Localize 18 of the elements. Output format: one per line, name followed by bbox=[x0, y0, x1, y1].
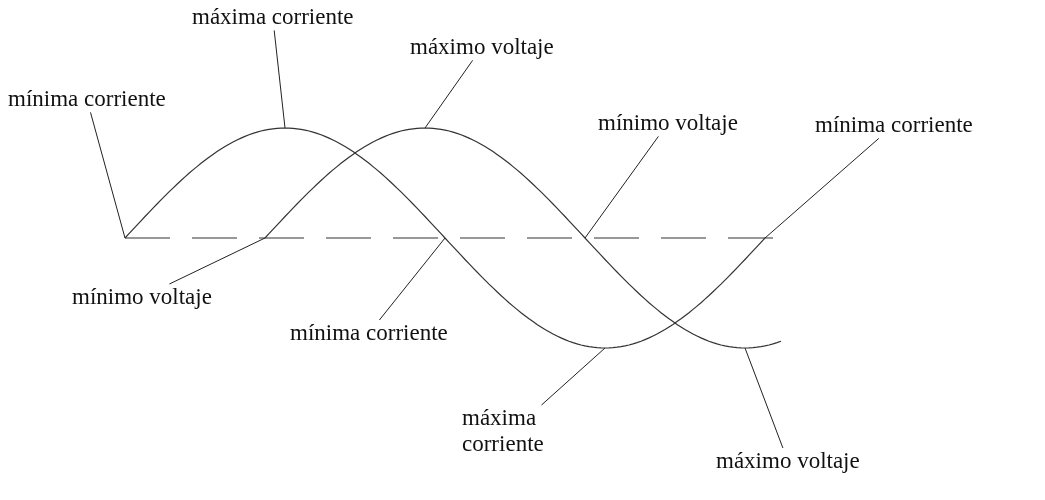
callout-label: máximo voltaje bbox=[410, 34, 554, 61]
leader-line bbox=[584, 135, 659, 239]
leader-line bbox=[764, 137, 880, 239]
leader-line bbox=[273, 29, 286, 129]
leader-line bbox=[168, 237, 266, 285]
callout-label: máxima corriente bbox=[192, 4, 354, 31]
leader-line bbox=[744, 347, 784, 449]
callout-label: máxima corriente bbox=[462, 405, 562, 458]
leader-line bbox=[424, 59, 474, 129]
leader-line bbox=[90, 111, 126, 239]
callout-label: mínimo voltaje bbox=[72, 284, 212, 311]
callout-label: mínima corriente bbox=[815, 112, 973, 139]
leader-line bbox=[378, 237, 446, 321]
leader-line bbox=[541, 347, 606, 406]
callout-label: mínimo voltaje bbox=[598, 110, 738, 137]
callout-label: mínima corriente bbox=[8, 86, 166, 113]
callout-label: mínima corriente bbox=[290, 320, 448, 347]
callout-label: máximo voltaje bbox=[716, 448, 860, 475]
